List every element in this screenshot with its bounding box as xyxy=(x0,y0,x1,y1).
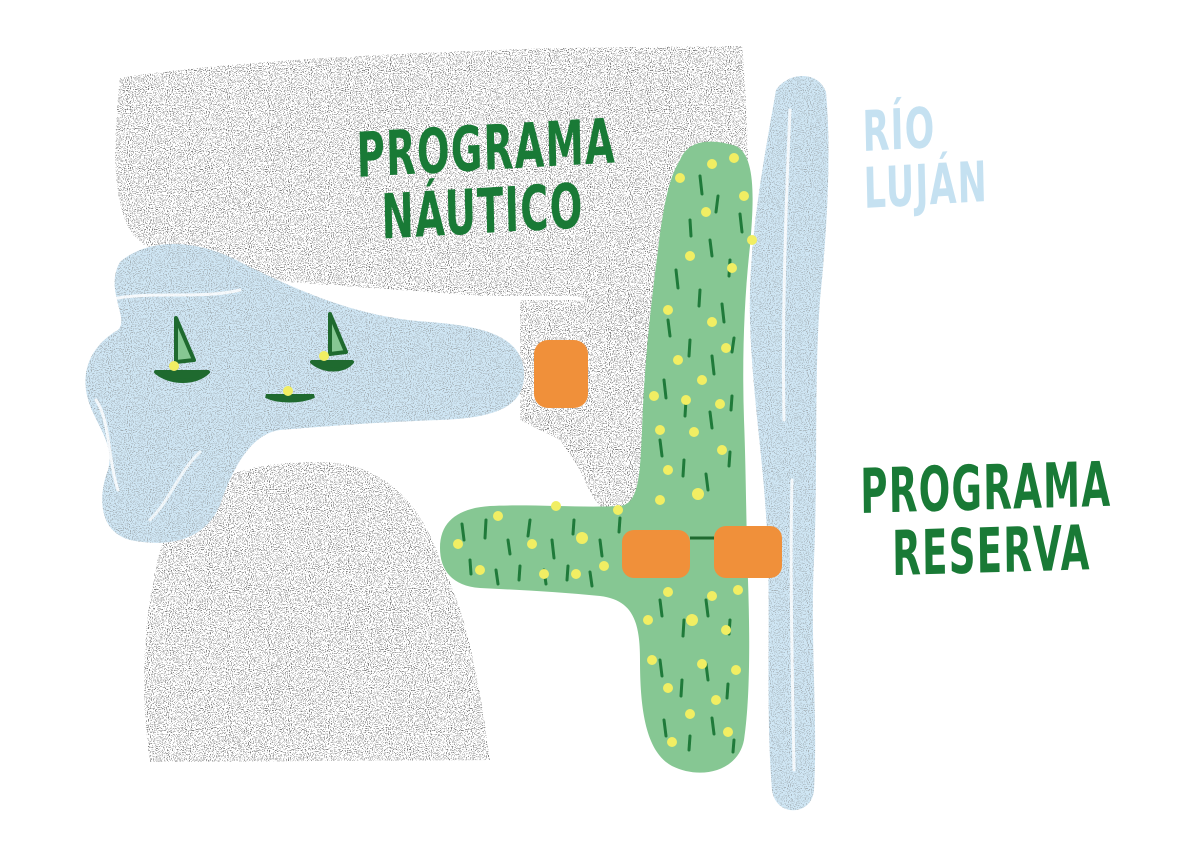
boat-icon xyxy=(265,386,315,403)
flower-icon xyxy=(453,153,757,747)
reserve-area xyxy=(440,141,757,773)
building-nautico xyxy=(534,340,588,408)
buildings xyxy=(534,340,782,578)
sailboat-icon xyxy=(310,312,354,372)
building-reserva-2 xyxy=(714,526,782,578)
label-programa-reserva: PROGRAMA RESERVA xyxy=(860,448,1112,591)
label-rio-lujan: RÍO LUJÁN xyxy=(862,96,989,223)
label-line: RESERVA xyxy=(891,511,1091,591)
building-reserva-1 xyxy=(622,530,690,578)
label-line: NÁUTICO xyxy=(380,169,585,254)
label-programa-nautico: PROGRAMA NÁUTICO xyxy=(356,104,618,254)
grass-icon xyxy=(460,174,744,754)
label-line: LUJÁN xyxy=(863,150,989,223)
sailboat-icon xyxy=(154,316,210,383)
